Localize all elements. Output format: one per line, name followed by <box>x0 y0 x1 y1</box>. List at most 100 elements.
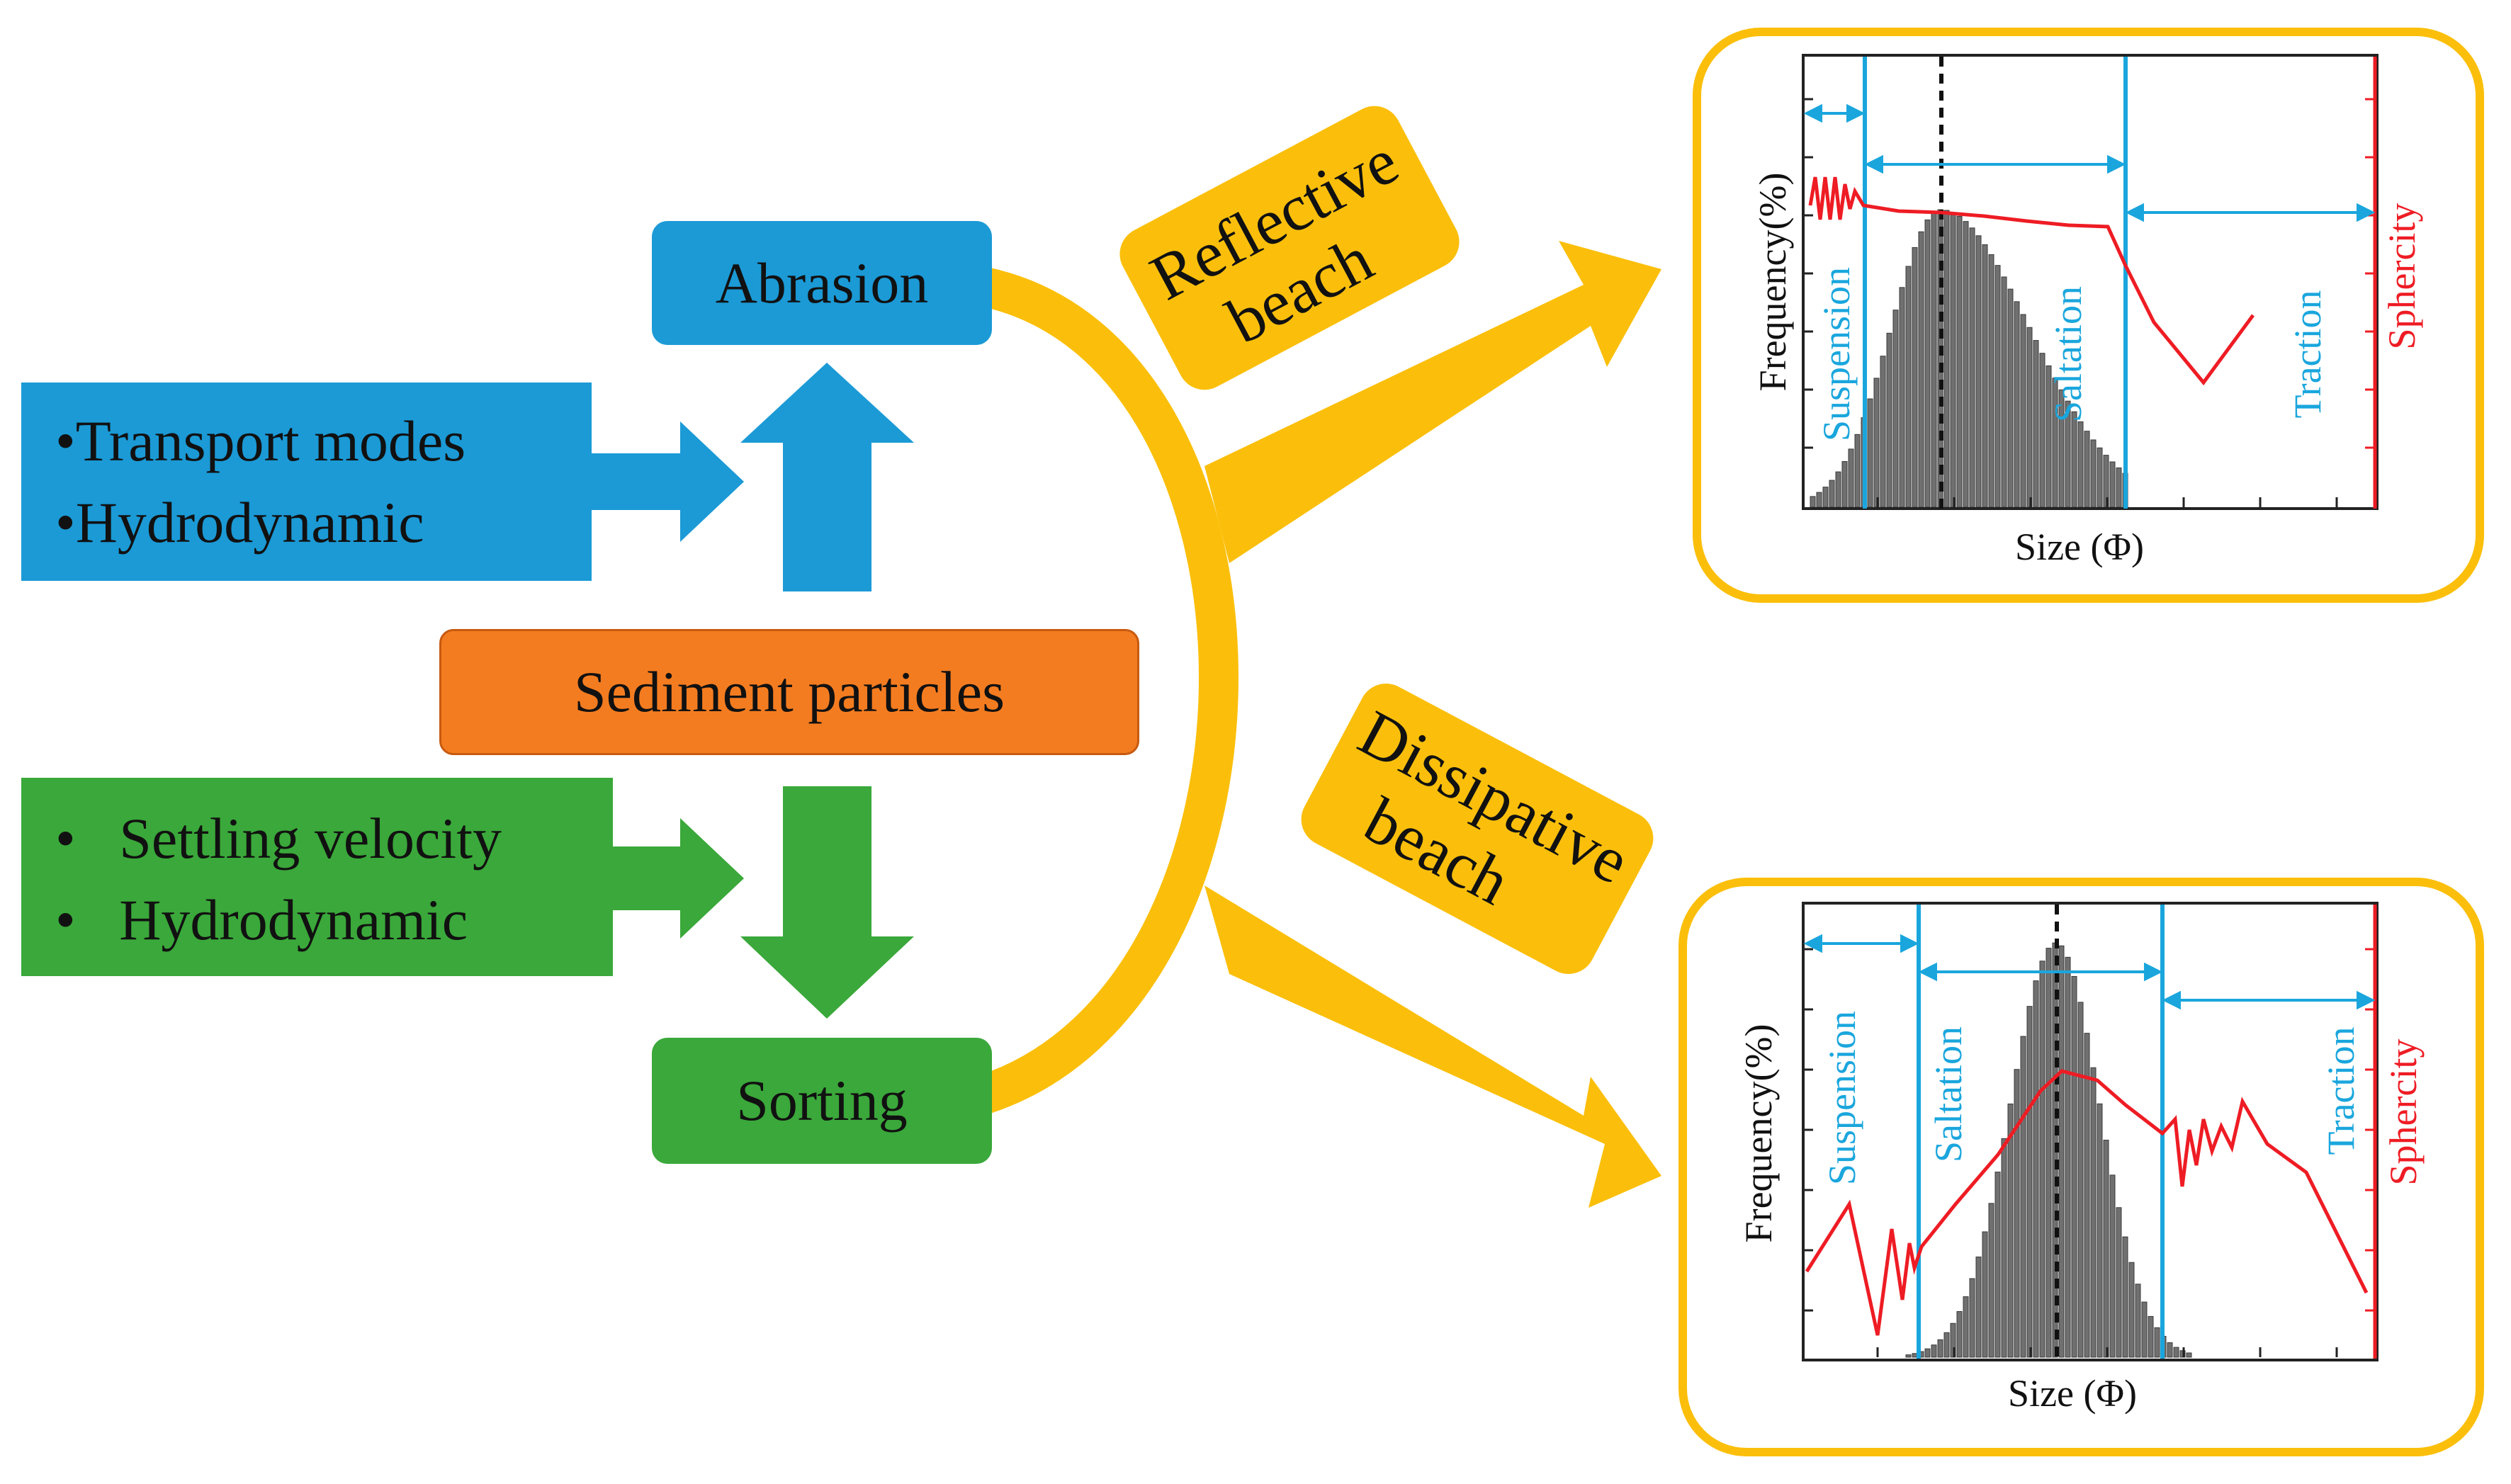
dissipative-histogram-bar <box>1937 1339 1943 1358</box>
dissipative-histogram-bar <box>2167 1342 2173 1358</box>
dissipative-histogram-bar <box>2135 1284 2141 1358</box>
reflective-histogram-bar <box>2116 468 2122 508</box>
abrasion-factor-arrow <box>588 421 744 542</box>
dissipative-histogram-bar <box>2077 1002 2084 1358</box>
dissipative-histogram-bar <box>2007 1103 2014 1358</box>
reflective-histogram-bar <box>1963 221 1969 508</box>
reflective-arrow <box>1204 241 1661 563</box>
dissipative-histogram-bar <box>1912 1353 1918 1358</box>
dissipative-arrow <box>1204 885 1661 1208</box>
reflective-histogram-bar <box>2026 327 2033 508</box>
dissipative-histogram-bar <box>2039 961 2046 1358</box>
arrowhead <box>2357 203 2376 222</box>
sorting-box: Sorting <box>652 1038 992 1164</box>
arrowhead <box>1864 154 1883 174</box>
reflective-histogram-bar <box>1988 254 1994 508</box>
reflective-histogram-bar <box>2014 301 2020 508</box>
reflective-histogram-bar <box>1873 378 1880 508</box>
reflective-zone-traction: Traction <box>2286 290 2329 418</box>
dissipative-xlabel: Size (Φ) <box>2008 1372 2137 1415</box>
dissipative-histogram-bar <box>2084 1033 2090 1358</box>
dissipative-histogram-bar <box>1994 1172 2001 1358</box>
arrowhead <box>2357 990 2376 1010</box>
reflective-histogram-bar <box>1835 471 1841 508</box>
reflective-histogram-bar <box>1956 215 1963 508</box>
arrowhead <box>2162 990 2181 1010</box>
dissipative-histogram-bar <box>2071 975 2077 1358</box>
reflective-beach-label: Reflective beach <box>1119 106 1460 390</box>
dissipative-ylabel: Frequency(%) <box>1737 1024 1780 1243</box>
flow-curve <box>978 267 1238 1114</box>
dissipative-histogram-bar <box>1931 1344 1937 1358</box>
reflective-histogram-bar <box>2007 288 2014 508</box>
reflective-right-label: Sphercity <box>2381 203 2423 350</box>
dissipative-plot-area <box>1802 902 2379 1361</box>
reflective-histogram-bar <box>1841 460 1848 508</box>
dissipative-histogram-bar <box>2033 980 2039 1358</box>
reflective-histogram-bar <box>2109 461 2116 508</box>
reflective-histogram-bar <box>2020 314 2026 508</box>
reflective-histogram-bar <box>1931 212 1937 508</box>
dissipative-ticks <box>1803 948 2338 1357</box>
reflective-histogram-bar <box>1892 310 1899 508</box>
sorting-factor-arrow <box>588 818 744 939</box>
dissipative-beach-label: Dissipative beach <box>1301 684 1654 974</box>
reflective-histogram-bar <box>1886 332 1892 508</box>
reflective-histogram-bar <box>1975 235 1982 508</box>
abrasion-factor-2: •Hydrodynamic <box>55 490 424 555</box>
reflective-histogram-bar <box>1829 480 1835 508</box>
arrowhead <box>1803 103 1822 123</box>
arrowhead <box>1846 103 1866 123</box>
reflective-histogram-bar <box>1822 487 1829 508</box>
dissipative-histogram-bar <box>1924 1348 1931 1358</box>
dissipative-histogram-bar <box>2154 1327 2160 1358</box>
dissipative-histogram-bar <box>2128 1262 2135 1358</box>
reflective-histogram-bar <box>2001 276 2007 508</box>
reflective-histogram-bar <box>1994 265 2001 508</box>
reflective-sphericity-curve <box>1808 176 2255 386</box>
dissipative-chart: Frequency(%) Size (Φ) Sphercity Suspensi… <box>1737 902 2425 1415</box>
dissipative-histogram-bar <box>1988 1203 1994 1358</box>
dissipative-histogram-bar <box>2026 1006 2033 1358</box>
dissipative-histogram-bar <box>2046 948 2052 1358</box>
reflective-histogram-bar <box>1880 356 1886 508</box>
reflective-histogram-bar <box>1943 210 1950 508</box>
reflective-histogram-bar <box>1969 227 1975 508</box>
reflective-histogram-bar <box>2033 340 2039 508</box>
dissipative-histogram-bar <box>1956 1311 1963 1358</box>
reflective-histogram-bar <box>2039 353 2046 508</box>
dissipative-histogram-bar <box>2141 1301 2148 1358</box>
arrowhead <box>2107 154 2126 174</box>
abrasion-factors-box: •Transport modes •Hydrodynamic <box>21 383 592 581</box>
dissipative-histogram-bar <box>1943 1332 1950 1358</box>
reflective-histogram-bar <box>1899 287 1905 508</box>
reflective-zone-saltation: Saltation <box>2047 286 2089 422</box>
dissipative-histogram-bar <box>1905 1354 1912 1358</box>
sediment-particles-label: Sediment particles <box>574 659 1005 724</box>
dissipative-histogram-bar <box>2001 1138 2007 1358</box>
reflective-zone-suspension: Suspension <box>1815 267 1858 441</box>
reflective-ticks <box>1803 98 2338 507</box>
sorting-factors-box: • Settling velocity • Hydrodynamic <box>21 778 613 976</box>
dissipative-zone-traction: Traction <box>2320 1026 2362 1155</box>
reflective-histogram-bar <box>1924 219 1931 508</box>
dissipative-histogram-bar <box>1963 1296 1969 1358</box>
dissipative-zone-suspension: Suspension <box>1821 1011 1863 1185</box>
dissipative-histogram-bar <box>2020 1036 2026 1358</box>
reflective-histogram-bar <box>1816 492 1822 508</box>
arrowhead <box>1900 934 1919 953</box>
dissipative-histogram-bar <box>2173 1347 2179 1358</box>
reflective-chart: Frequency(%) Size (Φ) Sphercity Suspensi… <box>1751 54 2423 568</box>
reflective-histogram-bar <box>1918 231 1924 508</box>
dissipative-histogram-bar <box>1982 1231 1988 1358</box>
reflective-xlabel: Size (Φ) <box>2015 526 2144 568</box>
reflective-histogram-bar <box>1950 212 1956 508</box>
reflective-histogram-bar <box>1848 448 1854 508</box>
dissipative-histogram-bar <box>2109 1174 2116 1358</box>
dissipative-histogram-bar <box>2116 1207 2122 1358</box>
reflective-histogram-bar <box>1912 247 1918 508</box>
reflective-chart-frame <box>1693 28 2484 603</box>
reflective-histogram-bar <box>1810 496 1816 508</box>
reflective-histogram-bar <box>1982 244 1988 508</box>
